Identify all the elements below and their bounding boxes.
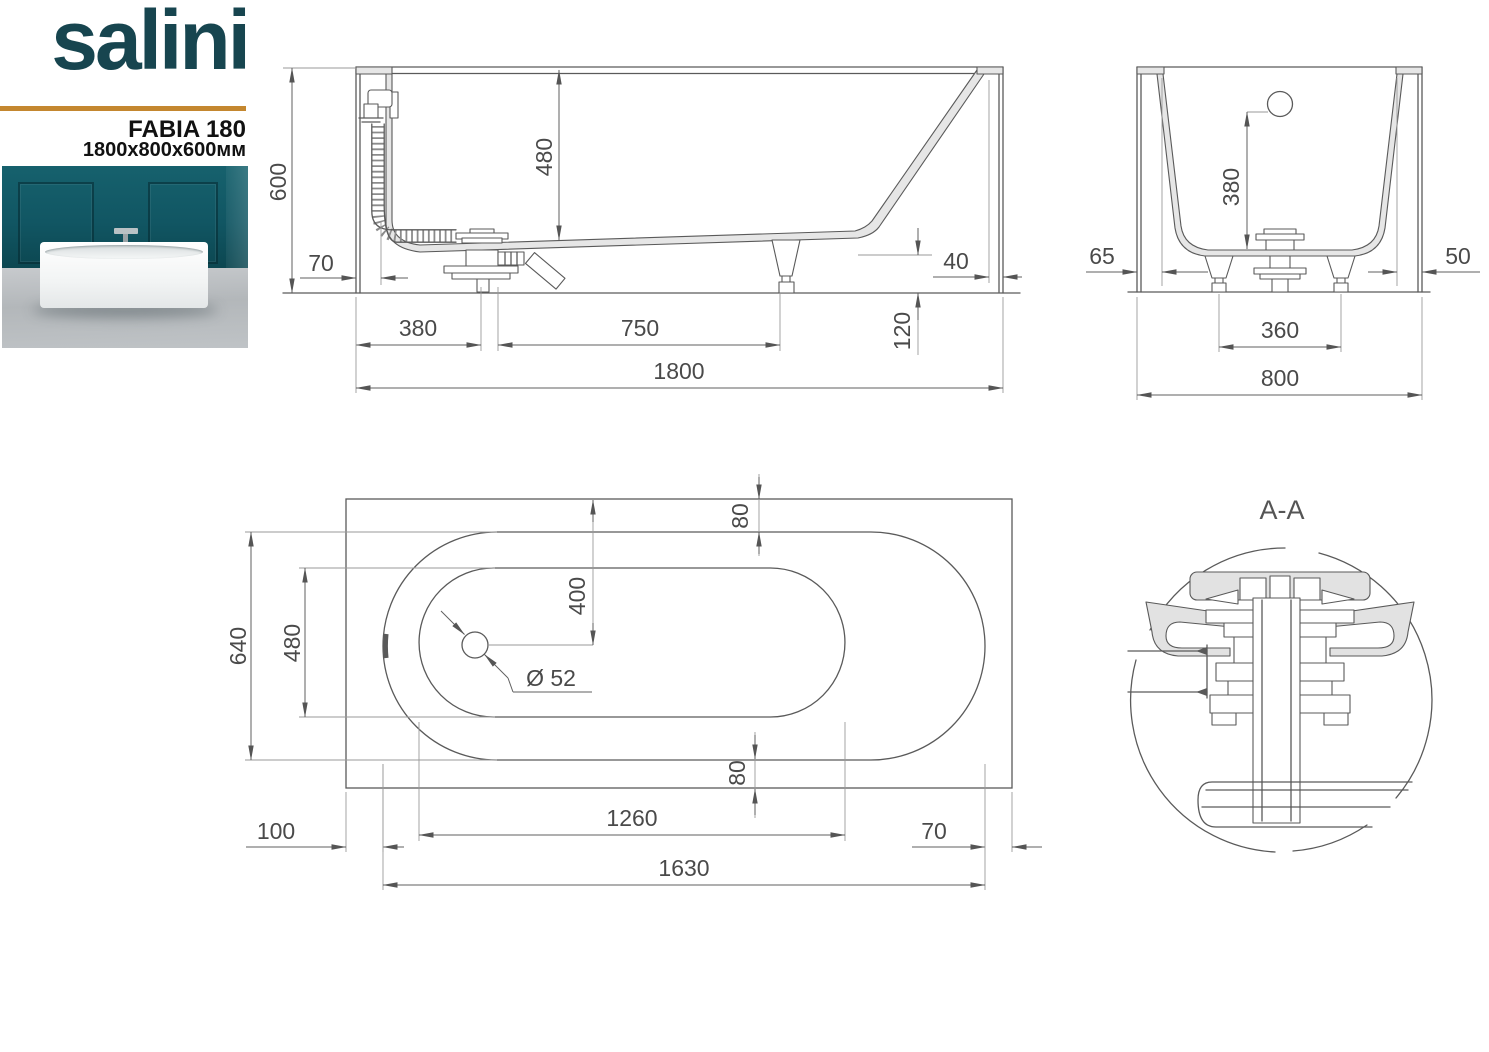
- drain-assembly: [443, 228, 566, 293]
- dim-base-height-120: 120: [858, 228, 932, 355]
- dim-label-drain-to-leg: 750: [621, 315, 659, 341]
- dim-label-width: 800: [1261, 365, 1299, 391]
- dim-height-600: 600: [265, 67, 356, 294]
- dim-rim-inset-top-80: 80: [727, 474, 762, 556]
- rim-section-left: [1136, 66, 1165, 75]
- adjustable-leg: [771, 239, 801, 294]
- dim-drain-diameter: Ø 52: [440, 610, 592, 693]
- brand-accent-rule: [0, 106, 246, 111]
- dim-label-floor-length: 1260: [606, 805, 657, 831]
- dim-floor-length-1260: 1260: [418, 722, 846, 841]
- central-tube-section: [1252, 597, 1301, 824]
- side-view-dimensions: 600 480 70 40: [265, 67, 1022, 393]
- rim-section-right: [976, 66, 1004, 75]
- dim-depth-480: 480: [531, 69, 562, 241]
- overflow-slot: [383, 633, 389, 659]
- dim-label-leg-spacing: 360: [1261, 317, 1299, 343]
- dim-floor-width-480: 480: [279, 567, 495, 718]
- end-view-drawing: [1127, 66, 1431, 293]
- dim-label-rim-width: 640: [225, 627, 251, 665]
- dim-label-height: 600: [265, 163, 291, 201]
- dim-width-800: 800: [1136, 297, 1423, 400]
- dim-label-rim-inset-left: 100: [257, 818, 295, 844]
- top-view-dimensions: 640 480 80 400: [225, 474, 1042, 890]
- section-label: A-A: [1259, 495, 1304, 525]
- photo-wall-corner: [226, 166, 248, 268]
- drain-assembly: [1253, 228, 1307, 293]
- dim-label-floor-width: 480: [279, 624, 305, 662]
- dim-drain-center-400: 400: [488, 499, 596, 646]
- dim-label-length: 1800: [653, 358, 704, 384]
- brand-logo: salini: [51, 0, 251, 87]
- photo-faucet: [114, 228, 138, 234]
- adjustable-leg: [1326, 255, 1356, 293]
- dim-label-drain-offset: 380: [399, 315, 437, 341]
- drain-cap-section: [1189, 571, 1371, 605]
- photo-bathtub: [40, 242, 208, 308]
- dim-label-overflow-offset: 70: [308, 250, 334, 276]
- dim-label-wall-right: 50: [1445, 243, 1471, 269]
- overflow-hose: [371, 123, 457, 243]
- section-detail: A-A: [1127, 495, 1433, 853]
- dim-back-gap-40: 40: [933, 80, 1022, 283]
- drain-outlet-pipe: [524, 252, 566, 290]
- dim-label-inner-depth: 480: [531, 138, 557, 176]
- photo-bathtub-rim: [45, 245, 203, 259]
- overflow-hole: [1266, 90, 1294, 118]
- dim-length-1800: 1800: [355, 297, 1004, 393]
- inner-floor-outline: [418, 567, 846, 718]
- end-view-dimensions: 380 65 50 360: [1086, 78, 1480, 400]
- dim-label-back-gap: 40: [943, 248, 969, 274]
- dim-wall-right-50: 50: [1368, 78, 1480, 286]
- product-photo: [2, 166, 248, 348]
- dim-overflow-depth-380: 380: [1218, 111, 1268, 250]
- rim-opening: [382, 531, 986, 761]
- dim-label-drain-center: 400: [564, 577, 590, 615]
- tub-outer-rect: [345, 498, 1013, 789]
- dim-label-rim-inset-bottom: 80: [724, 760, 750, 786]
- bottom-outlet-section: [1197, 781, 1413, 828]
- dim-drain-to-leg-750: 750: [497, 287, 781, 351]
- dim-label-rim-length: 1630: [658, 855, 709, 881]
- dim-rim-width-640: 640: [225, 531, 497, 761]
- tub-shell-section: [385, 69, 985, 253]
- photo-faucet-spout: [123, 234, 128, 242]
- dim-label-drain-diameter: Ø 52: [526, 665, 576, 691]
- dim-label-wall-left: 65: [1089, 243, 1115, 269]
- dim-overflow-offset-70: 70: [300, 222, 408, 285]
- rim-section-left: [355, 66, 393, 75]
- side-view-drawing: [282, 66, 1021, 294]
- drain-hole: [461, 631, 489, 659]
- top-view-drawing: [345, 498, 1013, 789]
- dim-label-overflow-depth: 380: [1218, 168, 1244, 206]
- dim-leg-spacing-360: 360: [1218, 294, 1342, 352]
- overflow-elbow: [358, 89, 399, 123]
- dim-wall-left-65: 65: [1086, 78, 1208, 286]
- adjustable-leg: [1204, 255, 1234, 293]
- dim-rim-inset-left-100: 100: [246, 764, 404, 852]
- rim-section-right: [1395, 66, 1423, 75]
- product-name: FABIA 180: [128, 116, 246, 143]
- dim-label-base-height: 120: [889, 312, 915, 350]
- dim-label-rim-inset-right: 70: [921, 818, 947, 844]
- dim-rim-length-1630: 1630: [382, 764, 986, 890]
- dim-drain-offset-380: 380: [355, 287, 482, 351]
- dim-label-rim-inset-top: 80: [727, 503, 753, 529]
- product-dimensions: 1800x800x600мм: [82, 139, 246, 161]
- overflow-pipe-section: [1127, 644, 1208, 699]
- dim-rim-inset-right-70: 70: [912, 792, 1042, 852]
- dim-rim-inset-bottom-80: 80: [724, 732, 758, 818]
